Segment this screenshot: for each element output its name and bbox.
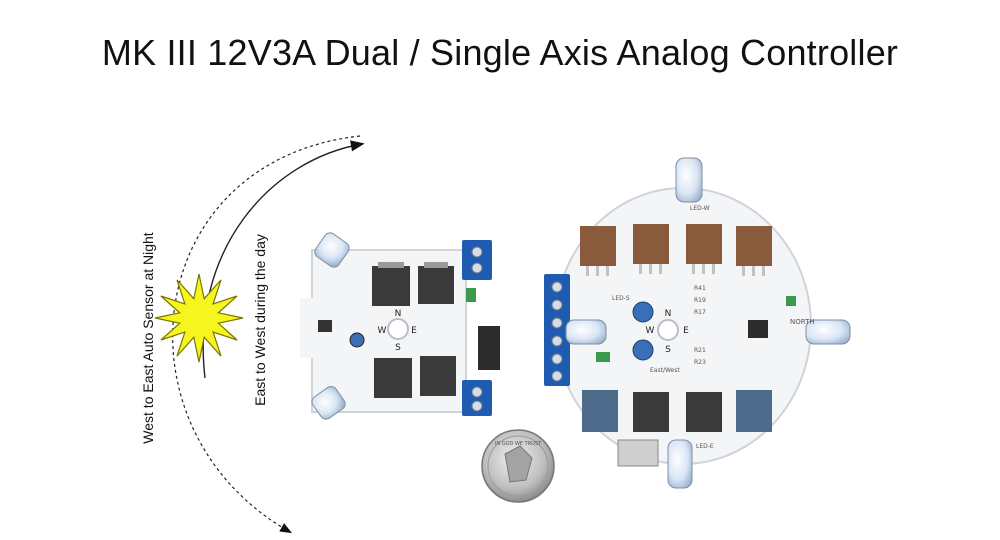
svg-text:R23: R23: [694, 359, 706, 366]
svg-text:R41: R41: [694, 285, 706, 292]
slide-title: MK III 12V3A Dual / Single Axis Analog C…: [101, 32, 899, 73]
large-board-west: W: [646, 326, 655, 336]
small-board-south: S: [395, 343, 401, 353]
large-board-east: E: [683, 326, 689, 336]
coin-legend: IN GOD WE TRUST: [495, 441, 542, 447]
quarter-coin: IN GOD WE TRUST: [481, 429, 555, 503]
large-board-north: N: [665, 309, 672, 319]
large-board-south: S: [665, 345, 671, 355]
small-board-east: E: [411, 326, 417, 336]
svg-text:R19: R19: [694, 297, 706, 304]
svg-text:LED-E: LED-E: [696, 443, 714, 450]
sun-icon: [154, 273, 244, 363]
svg-text:R21: R21: [694, 347, 706, 354]
small-board-north: N: [395, 309, 402, 319]
small-board-west: W: [378, 326, 387, 336]
large-controller-board: N S E W LED-S R41 R19 R17 R21 R23 East/W…: [544, 157, 851, 489]
svg-text:LED-W: LED-W: [690, 205, 710, 212]
svg-text:LED-S: LED-S: [612, 295, 630, 302]
svg-text:East/West: East/West: [650, 367, 680, 374]
small-controller-board: N S E W: [300, 232, 500, 420]
svg-text:NORTH: NORTH: [790, 318, 815, 326]
day-path-label: East to West during the day: [252, 234, 268, 406]
night-path-label: West to East Auto Sensor at Night: [140, 232, 156, 444]
svg-text:R17: R17: [694, 309, 706, 316]
